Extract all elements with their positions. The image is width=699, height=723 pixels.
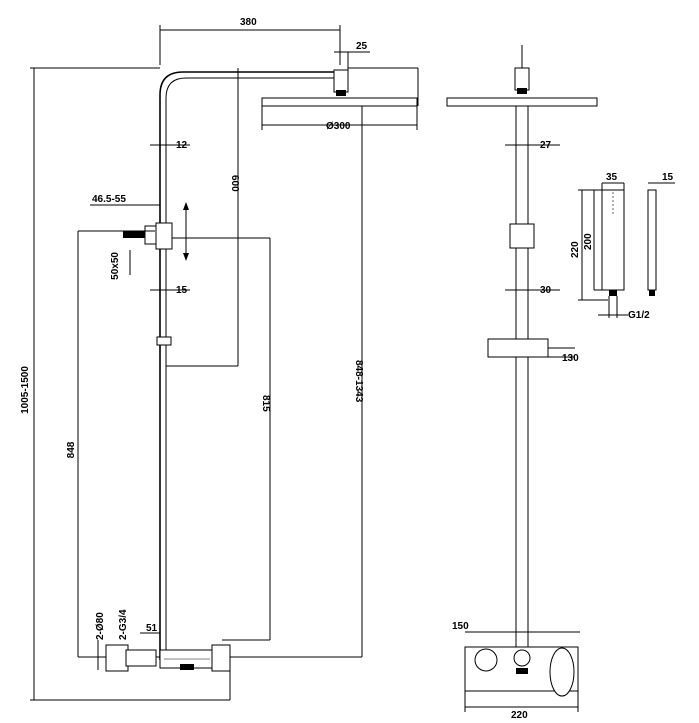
inlet-offset-label: 51 — [146, 623, 158, 634]
inlet-thread-label: 2-G3/4 — [118, 609, 129, 640]
adjust-arrow-down — [183, 253, 189, 261]
inlet-connector — [125, 649, 157, 667]
front-shower-head — [446, 97, 598, 107]
slide-range-label: 815 — [260, 395, 271, 412]
head-connector — [333, 69, 349, 93]
arm-drop-label: 600 — [229, 175, 240, 192]
front-view: 27 30 130 150 220 — [446, 45, 598, 721]
pipe-dia-label: 12 — [176, 140, 188, 151]
overall-height-label: 1005-1500 — [20, 366, 31, 414]
front-riser-pipe — [515, 105, 529, 652]
slide-stop — [156, 336, 172, 346]
side-view: Ø300 380 25 12 600 46.5-55 50x50 — [20, 17, 419, 701]
bracket-pipe-label: 15 — [176, 285, 188, 296]
hand-shower-side-thread — [649, 290, 655, 296]
hand-depth-label: 15 — [662, 172, 674, 183]
front-mixer-width-label: 220 — [511, 710, 528, 721]
front-mixer-outlet — [516, 668, 528, 674]
wall-inlet — [105, 644, 129, 672]
front-shelf-label: 130 — [562, 353, 579, 364]
hand-shower-detail: 35 15 220 200 G1/2 — [570, 172, 675, 321]
hand-width-label: 35 — [606, 172, 618, 183]
slide-bracket — [155, 222, 173, 250]
wall-bracket-plate — [123, 231, 145, 238]
front-shelf — [487, 338, 549, 358]
riser-pipe-inner — [165, 77, 340, 660]
inlet-diameter-label: 2-Ø80 — [95, 612, 106, 640]
wall-offset-label: 46.5-55 — [92, 194, 126, 205]
head-diameter-label: Ø300 — [326, 121, 351, 132]
adjust-arrow-up — [183, 202, 189, 210]
shower-head — [261, 97, 418, 107]
head-connector-nut — [336, 90, 346, 96]
front-handle-right — [549, 647, 575, 697]
hand-shower-side — [647, 189, 657, 291]
arm-length-label: 380 — [240, 17, 257, 28]
mixer-outlet — [180, 664, 194, 670]
wall-spacing-label: 848 — [66, 441, 77, 458]
hand-shower-thread — [609, 290, 617, 296]
bracket-size-label: 50x50 — [110, 252, 121, 280]
hand-length-label: 220 — [570, 241, 581, 258]
front-mixer-spacing-label: 150 — [452, 621, 469, 632]
head-height-label: 848-1343 — [353, 360, 364, 403]
front-inlet-left — [474, 648, 498, 672]
connector-label: 25 — [356, 41, 368, 52]
front-divert-center — [513, 649, 531, 667]
mixer-handle — [211, 644, 231, 672]
front-top-nut — [517, 88, 527, 94]
hand-head-length-label: 200 — [583, 233, 594, 250]
hand-thread-label: G1/2 — [628, 310, 650, 321]
front-upper-pipe-label: 27 — [540, 140, 552, 151]
front-top-connector — [514, 67, 530, 91]
front-slide-bracket — [509, 223, 535, 249]
riser-pipe — [159, 71, 340, 660]
front-lower-pipe-label: 30 — [540, 285, 552, 296]
